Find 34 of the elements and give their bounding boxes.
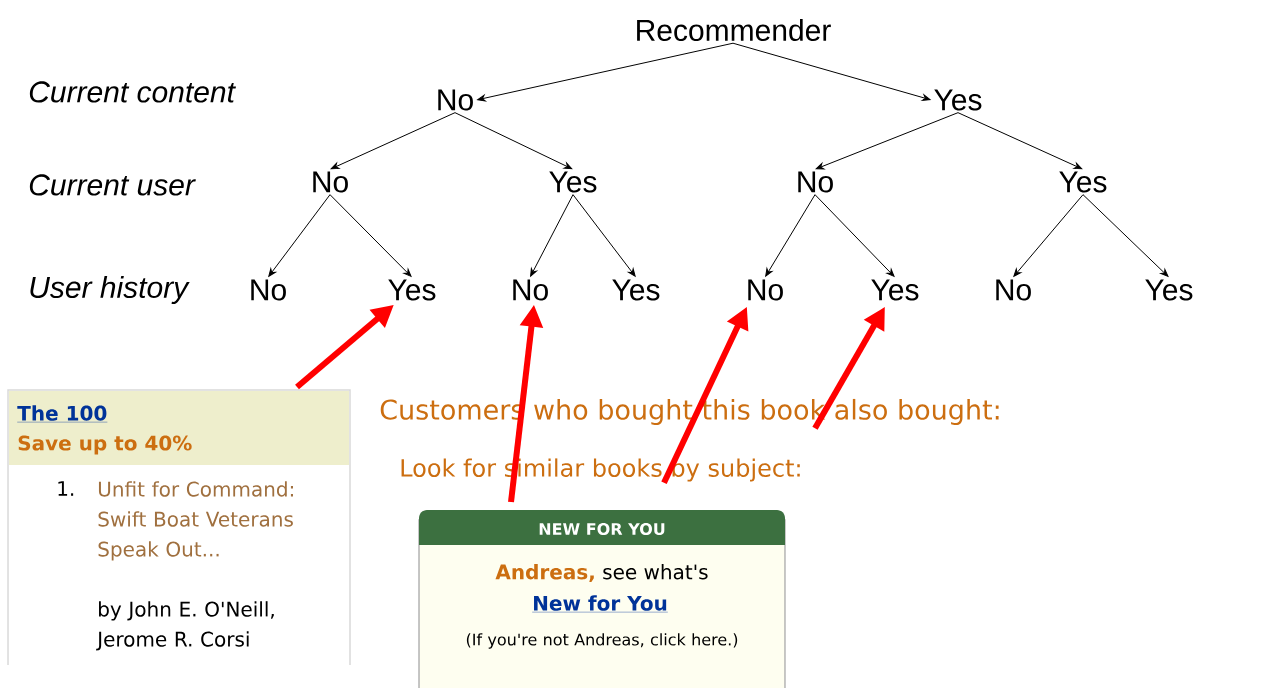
arrow: [330, 112, 456, 170]
list-panel: The 100 Save up to 40% 1. Unfit for Command: Swift Boat Veterans Speak Out... by John E. O'Neill, Jerome R. Corsi: [7, 389, 351, 666]
tree-node-label: No: [748, 279, 783, 301]
tree-node-label: Yes: [871, 279, 919, 301]
level-label: Current content: [29, 81, 236, 103]
arrow: [1013, 194, 1084, 277]
arrow: [477, 42, 734, 102]
arrow: [572, 194, 636, 277]
tree-node-label: No: [996, 279, 1031, 301]
tree-node-label: No: [513, 279, 548, 301]
arrow: [454, 112, 573, 170]
arrow: [815, 112, 959, 170]
arrow: [530, 194, 574, 277]
tree-node-label: No: [798, 171, 833, 193]
message-panel: NEW FOR YOU Andreas, see what's New for You (If you're not Andreas, click here.): [418, 510, 786, 688]
tree-node-label: No: [438, 89, 473, 111]
arrow: [765, 194, 816, 277]
arrow: [957, 112, 1083, 170]
arrow: [329, 194, 412, 277]
tree-node-label: Yes: [934, 89, 982, 111]
tree-node-label: Yes: [612, 279, 660, 301]
arrow: [814, 194, 895, 277]
arrow: [268, 194, 331, 277]
tree-node-label: Yes: [1145, 279, 1193, 301]
tree-node-label: No: [251, 279, 286, 301]
tree-node-label: Yes: [549, 171, 597, 193]
tree-node-label: Yes: [388, 279, 436, 301]
arrow: [732, 42, 931, 101]
tree-node-label: No: [313, 171, 348, 193]
tree-node-label: Yes: [1059, 171, 1107, 193]
tree-node-label: Recommender: [637, 19, 831, 41]
level-label: Current user: [29, 174, 196, 196]
arrow: [1082, 194, 1169, 277]
level-label: User history: [30, 276, 190, 304]
